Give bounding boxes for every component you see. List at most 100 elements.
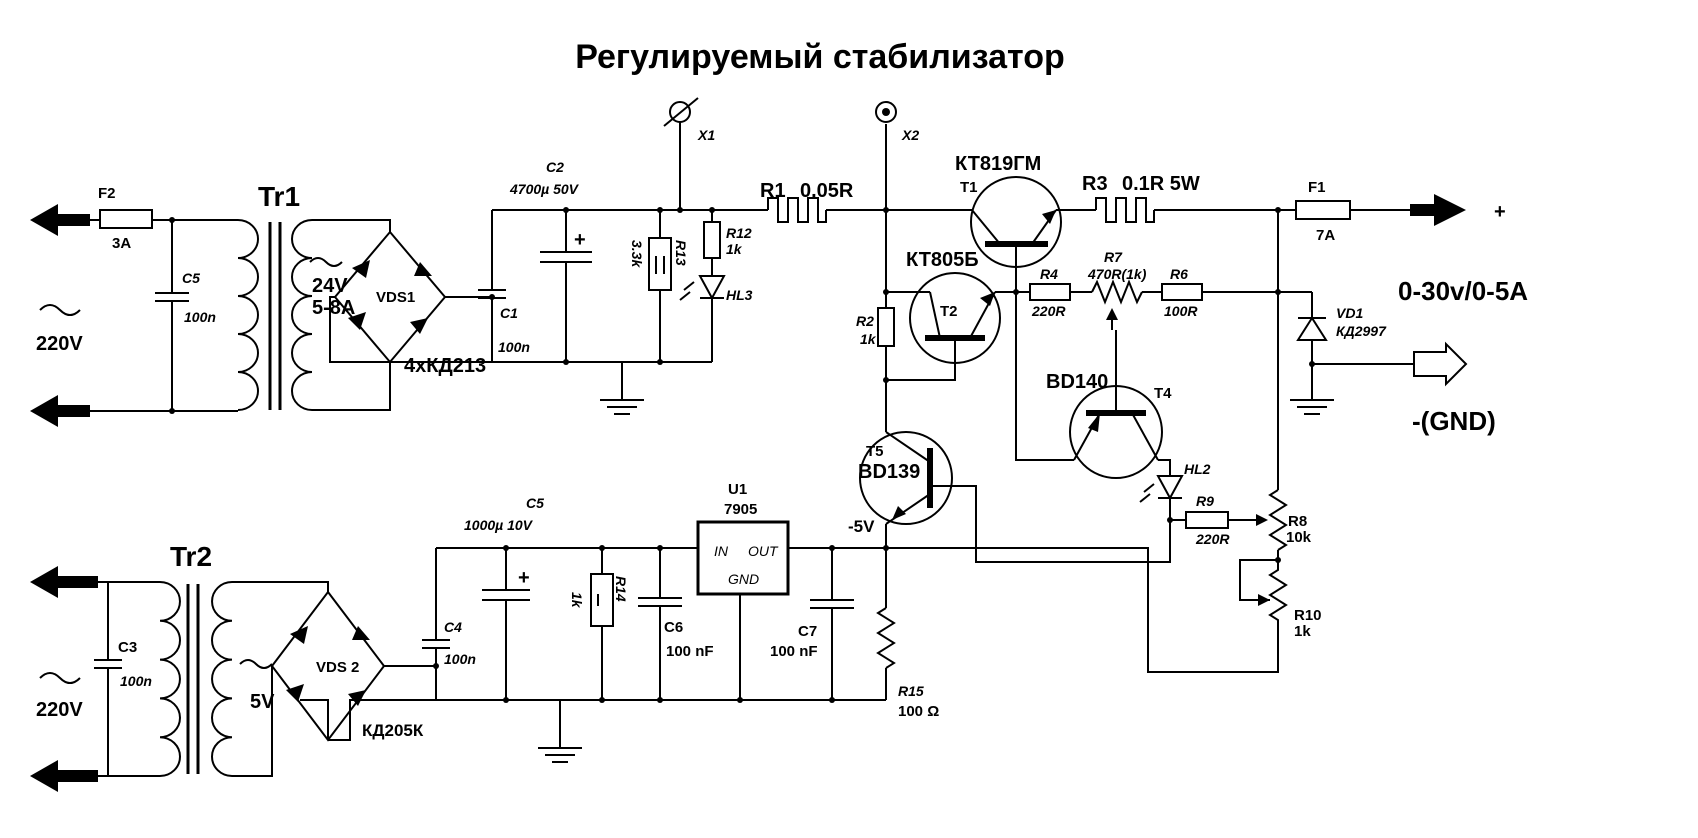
c5-bottom-value: 1000µ 10V bbox=[464, 517, 534, 533]
r1-name: R1 bbox=[760, 180, 786, 202]
vd1-part: КД2997 bbox=[1336, 323, 1387, 339]
u1-name: U1 bbox=[728, 481, 747, 498]
mains-label-top: 220V bbox=[36, 333, 83, 355]
r8-value: 10k bbox=[1286, 529, 1312, 546]
tr2-label: Tr2 bbox=[170, 541, 212, 572]
r6-name: R6 bbox=[1170, 266, 1188, 282]
r13-value: 3.3k bbox=[629, 240, 645, 268]
svg-text:+: + bbox=[518, 567, 530, 589]
fuse-f1-name: F1 bbox=[1308, 179, 1326, 196]
transistor-t4 bbox=[1069, 330, 1163, 479]
c4-name: C4 bbox=[444, 619, 462, 635]
resistor-r15 bbox=[876, 607, 896, 669]
t2-part: КТ805Б bbox=[906, 249, 979, 271]
t5-part: BD139 bbox=[858, 461, 920, 483]
regulator-u1 bbox=[696, 520, 790, 596]
output-arrow-plus bbox=[1410, 194, 1466, 226]
input-arrow-bottom bbox=[30, 395, 90, 427]
hl3-label: HL3 bbox=[726, 287, 753, 303]
x1-label: X1 bbox=[697, 127, 715, 143]
c5-bottom-name: C5 bbox=[526, 495, 544, 511]
vds2-part: КД205К bbox=[362, 721, 424, 740]
resistor-r6 bbox=[1161, 283, 1203, 301]
output-range-label: 0-30v/0-5A bbox=[1398, 276, 1528, 306]
r7-value: 470R(1k) bbox=[1087, 266, 1147, 282]
transformer-tr2 bbox=[159, 581, 233, 777]
vds1-part: 4xКД213 bbox=[404, 355, 486, 377]
c1-name: C1 bbox=[500, 305, 518, 321]
r8-name: R8 bbox=[1288, 513, 1307, 530]
r15-value: 100 Ω bbox=[898, 703, 939, 720]
input-arrow-top bbox=[30, 204, 90, 236]
r3-name: R3 bbox=[1082, 173, 1108, 195]
r4-value: 220R bbox=[1031, 303, 1066, 319]
r9-name: R9 bbox=[1196, 493, 1214, 509]
c3-name: C3 bbox=[118, 639, 137, 656]
u1-out-pin: OUT bbox=[748, 543, 779, 559]
t1-name: T1 bbox=[960, 179, 978, 196]
resistor-r12 bbox=[703, 221, 721, 259]
c7-value: 100 nF bbox=[770, 643, 818, 660]
r12-name: R12 bbox=[726, 225, 752, 241]
terminal-x2 bbox=[875, 101, 897, 123]
resistor-r10 bbox=[1268, 560, 1288, 632]
c5-top-value: 100n bbox=[184, 309, 216, 325]
t4-name: T4 bbox=[1154, 385, 1172, 402]
r7-name: R7 bbox=[1104, 249, 1123, 265]
resistor-r14 bbox=[590, 573, 614, 627]
fuse-f1-value: 7A bbox=[1316, 227, 1335, 244]
r6-value: 100R bbox=[1164, 303, 1198, 319]
resistor-r7 bbox=[1091, 279, 1143, 305]
c6-value: 100 nF bbox=[666, 643, 714, 660]
tr2-voltage: 5V bbox=[250, 691, 275, 713]
u1-part: 7905 bbox=[724, 501, 757, 518]
resistor-r13 bbox=[648, 237, 672, 291]
transistor-t5 bbox=[859, 431, 953, 525]
resistor-r1 bbox=[767, 197, 827, 223]
r14-name: R14 bbox=[613, 576, 629, 602]
x2-label: X2 bbox=[901, 127, 919, 143]
fuse-f1 bbox=[1295, 200, 1351, 220]
vds2-name: VDS 2 bbox=[316, 659, 359, 676]
fuse-f2-value: 3A bbox=[112, 235, 131, 252]
led-hl3 bbox=[698, 275, 726, 301]
tr1-label: Tr1 bbox=[258, 181, 300, 212]
r2-value: 1k bbox=[860, 331, 877, 347]
r15-name: R15 bbox=[898, 683, 924, 699]
vd1-name: VD1 bbox=[1336, 305, 1363, 321]
u1-gnd-pin: GND bbox=[728, 571, 759, 587]
r14-value: 1k bbox=[569, 592, 585, 609]
c2-value: 4700µ 50V bbox=[509, 181, 580, 197]
hl2-label: HL2 bbox=[1184, 461, 1211, 477]
input-arrow-bottom-1 bbox=[30, 566, 98, 598]
r13-name: R13 bbox=[673, 240, 689, 266]
r10-value: 1k bbox=[1294, 623, 1311, 640]
ac-symbol-bottom bbox=[39, 672, 81, 684]
transformer-tr1 bbox=[237, 219, 313, 411]
zener-vd1 bbox=[1296, 316, 1328, 341]
r12-value: 1k bbox=[726, 241, 743, 257]
r4-name: R4 bbox=[1040, 266, 1058, 282]
c6-name: C6 bbox=[664, 619, 683, 636]
t2-name: T2 bbox=[940, 303, 958, 320]
transistor-t1 bbox=[970, 176, 1062, 268]
ac-symbol-top bbox=[39, 304, 81, 316]
t4-part: BD140 bbox=[1046, 371, 1108, 393]
resistor-r9 bbox=[1185, 511, 1229, 529]
r2-name: R2 bbox=[856, 313, 874, 329]
output-gnd-label: -(GND) bbox=[1412, 406, 1496, 436]
resistor-r8 bbox=[1268, 489, 1288, 551]
c7-name: C7 bbox=[798, 623, 817, 640]
neg5v-label: -5V bbox=[848, 517, 875, 536]
u1-in-pin: IN bbox=[714, 543, 729, 559]
c1-value: 100n bbox=[498, 339, 530, 355]
fuse-f2-name: F2 bbox=[98, 185, 116, 202]
transistor-t2 bbox=[909, 272, 1001, 364]
r9-value: 220R bbox=[1195, 531, 1230, 547]
t1-part: КТ819ГМ bbox=[955, 153, 1041, 175]
c4-value: 100n bbox=[444, 651, 476, 667]
input-arrow-bottom-2 bbox=[30, 760, 98, 792]
